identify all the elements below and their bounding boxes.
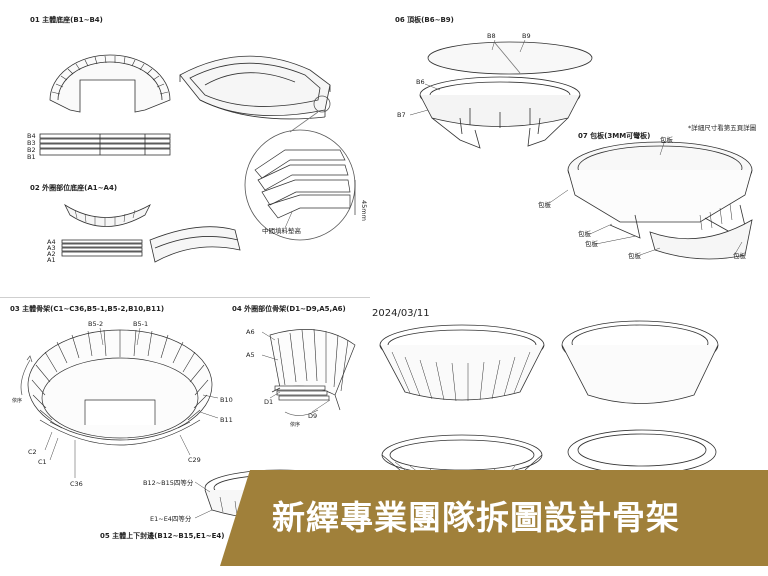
label-b1: B1: [27, 153, 36, 161]
label-b9: B9: [522, 32, 531, 40]
section-06-drawing: [419, 41, 593, 149]
section-06-title: 06 頂板(B6~B9): [395, 15, 454, 24]
label-pkg-5: 包板: [628, 251, 642, 260]
banner-background: [220, 470, 768, 566]
section-04-title: 04 外圈部位骨架(D1~D9,A5,A6): [232, 304, 346, 313]
label-a4: A4: [47, 238, 56, 246]
label-pkg-6: 包板: [733, 251, 747, 260]
label-order-1: 依序: [12, 397, 22, 404]
label-a6: A6: [246, 328, 255, 336]
label-b10: B10: [220, 396, 233, 404]
label-b8: B8: [487, 32, 496, 40]
banner-title: 新繹專業團隊拆圖設計骨架: [272, 498, 680, 537]
label-b2: B2: [27, 146, 36, 154]
label-a5: A5: [246, 351, 255, 359]
label-pkg-1: 包板: [660, 135, 674, 144]
label-c36: C36: [70, 480, 83, 488]
label-pkg-2: 包板: [538, 200, 552, 209]
label-dim-45: 45mm: [360, 200, 368, 221]
section-03-drawing: [20, 329, 213, 446]
label-c2: C2: [28, 448, 37, 456]
leader-lines: [44, 39, 743, 519]
section-03-title: 03 主體骨架(C1~C36,B5-1,B5-2,B10,B11): [10, 304, 164, 313]
section-07-title: 07 包板(3MM可彎板): [578, 131, 650, 140]
section-05-title: 05 主體上下封邊(B12~B15,E1~E4): [100, 531, 224, 540]
date-label: 2024/03/11: [372, 308, 430, 319]
section-02-title: 02 外圈部位底座(A1~A4): [30, 183, 117, 192]
label-b6: B6: [416, 78, 425, 86]
section-04-drawing: [269, 328, 356, 416]
label-b5-2: B5-2: [88, 320, 103, 328]
label-b5-1: B5-1: [133, 320, 148, 328]
label-a2: A2: [47, 250, 56, 258]
label-b3: B3: [27, 139, 36, 147]
lower-right-renders: [379, 320, 719, 476]
section-01-title: 01 主體底座(B1~B4): [30, 15, 103, 24]
label-b7: B7: [397, 111, 406, 119]
label-pkg-4: 包板: [585, 239, 599, 248]
label-e1-e4: E1~E4四等分: [150, 514, 192, 523]
label-center-filler: 中間填料墊高: [262, 226, 302, 235]
section-07-drawing: [567, 141, 753, 260]
label-b12-b15: B12~B15四等分: [143, 478, 194, 487]
section-07-note: *詳細尺寸看第五頁詳圖: [688, 123, 756, 132]
label-d1: D1: [264, 398, 273, 406]
label-a3: A3: [47, 244, 56, 252]
label-b4: B4: [27, 132, 36, 140]
label-pkg-3: 包板: [578, 229, 592, 238]
label-c29: C29: [188, 456, 201, 464]
label-d9: D9: [308, 412, 317, 420]
label-c1: C1: [38, 458, 47, 466]
label-order-2: 依序: [290, 421, 300, 428]
section-divider-left: [0, 297, 370, 298]
label-a1: A1: [47, 256, 56, 264]
label-b11: B11: [220, 416, 233, 424]
section-01-drawing: [39, 54, 356, 263]
